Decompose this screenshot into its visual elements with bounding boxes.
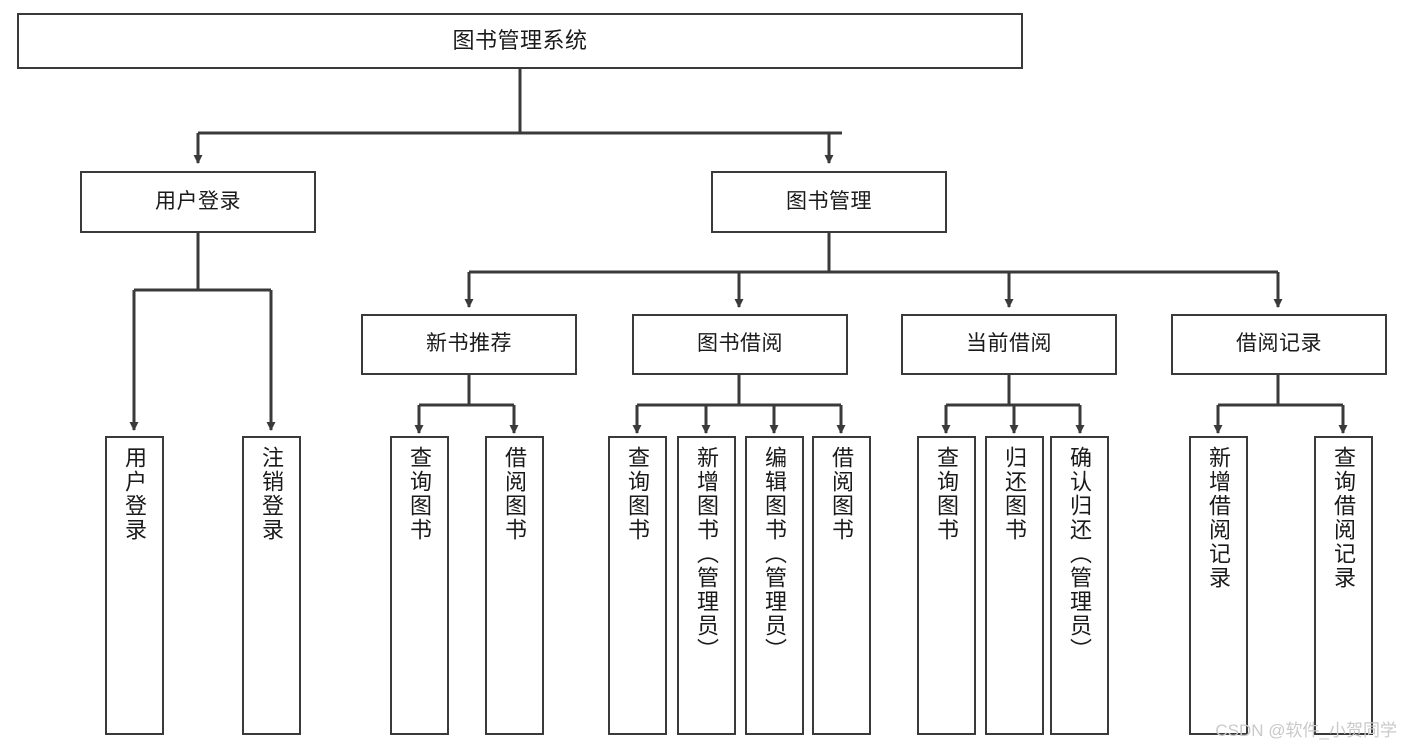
node-current-borrow[interactable]: 当前借阅 [901,314,1117,375]
node-new-book-rec-label: 新书推荐 [426,332,512,356]
node-user-login[interactable]: 用户登录 [80,171,316,233]
node-book-borrow-label: 图书借阅 [697,332,783,356]
node-leaf-borrow-book-a[interactable]: 借阅图书 [485,436,544,735]
node-leaf-add-book[interactable]: 新增图书（管理员） [677,436,736,735]
node-leaf-edit-book-label: 编辑图书（管理员） [762,446,788,662]
node-leaf-return-book[interactable]: 归还图书 [985,436,1044,735]
node-book-borrow[interactable]: 图书借阅 [632,314,848,375]
node-leaf-logout[interactable]: 注销登录 [242,436,301,735]
node-new-book-rec[interactable]: 新书推荐 [361,314,577,375]
node-current-borrow-label: 当前借阅 [966,332,1052,356]
node-root-label: 图书管理系统 [452,28,588,54]
node-leaf-query-book-a-label: 查询图书 [407,446,433,542]
node-leaf-borrow-book-b-label: 借阅图书 [829,446,855,542]
node-leaf-borrow-book-b[interactable]: 借阅图书 [812,436,871,735]
node-leaf-confirm-return-label: 确认归还（管理员） [1067,446,1093,662]
node-leaf-borrow-book-a-label: 借阅图书 [502,446,528,542]
node-leaf-query-book-c[interactable]: 查询图书 [917,436,976,735]
node-leaf-query-book-b-label: 查询图书 [625,446,651,542]
node-book-manage-label: 图书管理 [786,189,872,213]
node-leaf-confirm-return[interactable]: 确认归还（管理员） [1050,436,1109,735]
node-leaf-add-record-label: 新增借阅记录 [1206,446,1232,590]
node-leaf-edit-book[interactable]: 编辑图书（管理员） [745,436,804,735]
node-borrow-record[interactable]: 借阅记录 [1171,314,1387,375]
node-leaf-logout-label: 注销登录 [259,446,285,542]
node-root[interactable]: 图书管理系统 [17,13,1023,69]
node-book-manage[interactable]: 图书管理 [711,171,947,233]
node-leaf-query-record[interactable]: 查询借阅记录 [1314,436,1373,735]
node-leaf-user-login-label: 用户登录 [122,446,148,542]
node-leaf-query-record-label: 查询借阅记录 [1331,446,1357,590]
node-leaf-query-book-a[interactable]: 查询图书 [390,436,449,735]
node-leaf-add-book-label: 新增图书（管理员） [694,446,720,662]
csdn-watermark: CSDN @软件_小贺同学 [1215,721,1397,740]
node-leaf-add-record[interactable]: 新增借阅记录 [1189,436,1248,735]
node-leaf-query-book-b[interactable]: 查询图书 [608,436,667,735]
node-user-login-label: 用户登录 [155,189,241,213]
node-leaf-return-book-label: 归还图书 [1002,446,1028,542]
node-borrow-record-label: 借阅记录 [1236,332,1322,356]
node-leaf-user-login[interactable]: 用户登录 [105,436,164,735]
node-leaf-query-book-c-label: 查询图书 [934,446,960,542]
